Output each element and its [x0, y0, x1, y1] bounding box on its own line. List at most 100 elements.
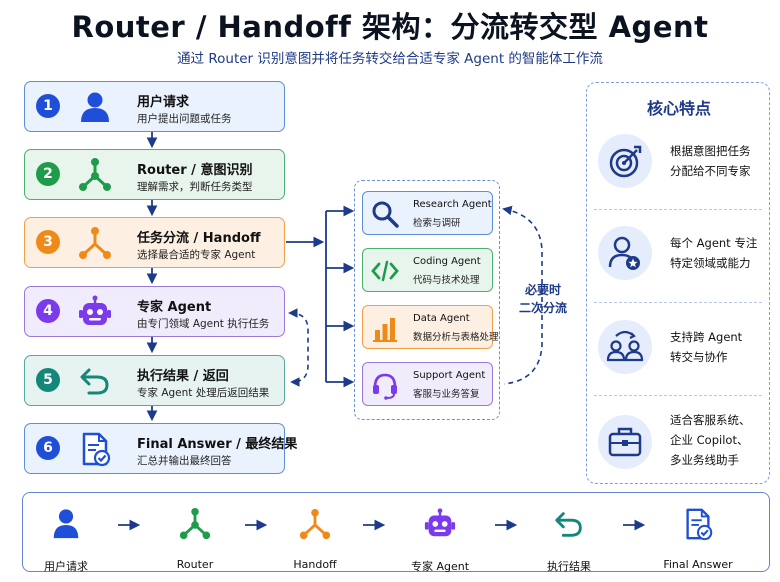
- flow-step-result: 执行结果: [524, 507, 614, 574]
- step-description: 理解需求，判断任务类型: [137, 181, 253, 193]
- step-title: Router / 意图识别: [137, 163, 253, 178]
- step-description: 选择最合适的专家 Agent: [137, 249, 256, 261]
- feature-line: 分配给不同专家: [670, 164, 751, 178]
- feature-icon-bg: [598, 226, 652, 280]
- agent-name: Support Agent: [413, 370, 486, 381]
- step-title: 用户请求: [137, 95, 190, 110]
- step-description: 用户提出问题或任务: [137, 113, 232, 125]
- robot-icon: [424, 508, 456, 537]
- step-description: 汇总并输出最终回答: [137, 455, 232, 467]
- step-title: 任务分流 / Handoff: [137, 231, 261, 246]
- feature-icon-bg: [598, 415, 652, 469]
- feature-icon-bg: [598, 320, 652, 374]
- flow-label: 执行结果: [547, 560, 591, 573]
- features-heading: 核心特点: [646, 99, 711, 118]
- agent-description: 客服与业务答复: [413, 389, 480, 400]
- handover-users-icon: [606, 330, 644, 362]
- agent-name: Coding Agent: [413, 256, 481, 267]
- step-description: 由专门领域 Agent 执行任务: [137, 318, 270, 330]
- feature-icon-bg: [598, 134, 652, 188]
- flow-label: Handoff: [293, 558, 337, 571]
- headset-icon: [373, 373, 397, 400]
- code-icon: [371, 260, 399, 282]
- step-number: 4: [36, 299, 60, 323]
- expert-agents-group: [354, 180, 500, 420]
- return-arrow-icon: [555, 512, 582, 537]
- feature-text: 支持跨 Agent 转交与协作: [670, 327, 742, 367]
- feature-line: 适合客服系统、: [670, 413, 751, 427]
- secondary-routing-line1: 必要时: [524, 283, 561, 297]
- agent-description: 检索与调研: [413, 218, 461, 229]
- feature-divider: [594, 395, 762, 396]
- page-subtitle: 通过 Router 识别意图并将任务转交给合适专家 Agent 的智能体工作流: [177, 51, 603, 67]
- flow-label: Final Answer: [663, 558, 733, 571]
- step-number: 3: [36, 230, 60, 254]
- feature-line: 特定领域或能力: [670, 256, 751, 270]
- flow-step-handoff: Handoff: [270, 507, 360, 571]
- dashed-return-arrows: [288, 205, 543, 387]
- feature-line: 转交与协作: [670, 350, 728, 364]
- search-icon: [372, 201, 399, 228]
- feature-line: 根据意图把任务: [670, 144, 751, 158]
- bar-chart-icon: [373, 318, 397, 342]
- feature-text: 根据意图把任务 分配给不同专家: [670, 141, 751, 181]
- step-number: 6: [36, 436, 60, 460]
- agent-description: 代码与技术处理: [413, 275, 480, 286]
- robot-icon: [79, 295, 111, 325]
- page-title: Router / Handoff 架构：分流转交型 Agent: [71, 10, 709, 44]
- handoff-split-icon: [79, 227, 111, 259]
- step-description: 专家 Agent 处理后返回结果: [137, 387, 270, 399]
- flow-label: 专家 Agent: [410, 560, 470, 573]
- feature-text: 适合客服系统、 企业 Copilot、 多业务线助手: [670, 410, 751, 470]
- agent-name: Research Agent: [413, 199, 492, 210]
- core-features-panel: 核心特点: [586, 82, 770, 484]
- secondary-routing-label: 必要时 二次分流: [515, 281, 571, 317]
- feature-item: 根据意图把任务 分配给不同专家: [592, 134, 764, 190]
- target-icon: [609, 145, 642, 178]
- return-arrow-icon: [80, 368, 109, 395]
- step-title: 专家 Agent: [137, 300, 212, 315]
- expert-user-icon: [608, 236, 640, 270]
- step-user-request: 1 用户请求 用户提出问题或任务: [24, 81, 285, 132]
- agent-support: Support Agent 客服与业务答复: [362, 362, 493, 406]
- document-check-icon: [686, 508, 713, 541]
- feature-line: 企业 Copilot、: [670, 433, 749, 447]
- feature-divider: [594, 209, 762, 210]
- flow-step-final-answer: Final Answer: [653, 507, 743, 571]
- flow-step-user-request: 用户请求: [21, 507, 111, 574]
- document-check-icon: [82, 432, 111, 467]
- flow-step-router: Router: [150, 507, 240, 571]
- user-icon: [81, 92, 109, 122]
- step-number: 5: [36, 368, 60, 392]
- secondary-routing-line2: 二次分流: [518, 301, 567, 315]
- agent-data: Data Agent 数据分析与表格处理: [362, 305, 499, 349]
- step-title: 执行结果 / 返回: [137, 369, 229, 384]
- summary-flow-bar: [22, 492, 770, 572]
- flow-label: 用户请求: [44, 560, 88, 573]
- feature-line: 支持跨 Agent: [670, 330, 743, 344]
- step-handoff: 3 任务分流 / Handoff 选择最合适的专家 Agent: [24, 217, 285, 268]
- router-branch-icon: [79, 158, 111, 191]
- step-final-answer: 6 Final Answer / 最终结果 汇总并输出最终回答: [24, 423, 297, 474]
- user-icon: [53, 509, 79, 539]
- step-expert-agent: 4 专家 Agent 由专门领域 Agent 执行任务: [24, 286, 285, 337]
- step-router: 2 Router / 意图识别 理解需求，判断任务类型: [24, 149, 285, 200]
- feature-item: 适合客服系统、 企业 Copilot、 多业务线助手: [592, 412, 764, 474]
- agent-description: 数据分析与表格处理: [413, 332, 499, 343]
- briefcase-icon: [608, 427, 642, 457]
- handoff-branch-arrows: [286, 205, 355, 388]
- flow-label: Router: [176, 558, 214, 571]
- feature-text: 每个 Agent 专注 特定领域或能力: [670, 233, 757, 273]
- step-number: 1: [36, 94, 60, 118]
- feature-item: 支持跨 Agent 转交与协作: [592, 320, 764, 376]
- feature-item: 每个 Agent 专注 特定领域或能力: [592, 226, 764, 282]
- agent-name: Data Agent: [413, 313, 470, 324]
- agent-research: Research Agent 检索与调研: [362, 191, 493, 235]
- step-result-return: 5 执行结果 / 返回 专家 Agent 处理后返回结果: [24, 355, 285, 406]
- step-number: 2: [36, 162, 60, 186]
- flow-step-expert-agent: 专家 Agent: [395, 507, 485, 574]
- feature-line: 多业务线助手: [670, 453, 739, 467]
- agent-coding: Coding Agent 代码与技术处理: [362, 248, 493, 292]
- feature-line: 每个 Agent 专注: [670, 236, 758, 250]
